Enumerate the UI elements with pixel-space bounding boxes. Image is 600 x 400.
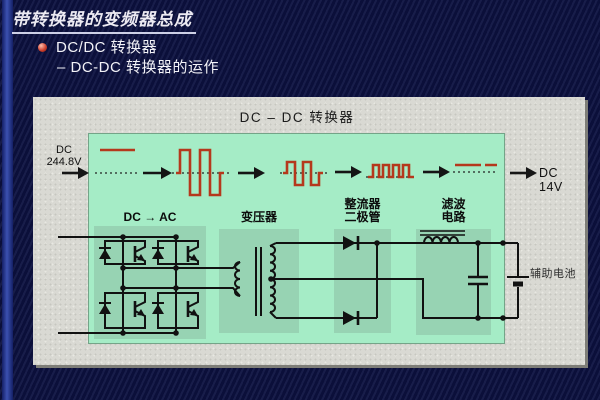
waveform-traces [100,148,497,197]
dc-input-label-line1: DC [56,144,72,156]
igbt-hbridge [99,240,199,329]
filter-block-label: 滤波 电路 [441,197,466,224]
junction-dots [120,234,506,336]
inverter-block [94,226,206,339]
transformer-symbol [225,242,277,319]
left-accent-band [2,0,13,400]
diagram-title: DC – DC 转换器 [239,110,355,125]
stepped-square-wave [283,160,323,187]
converter-panel: DC → AC 变压器 整流器 二极管 滤波 电路 [88,133,505,344]
sub-bullet-item: – DC-DC 转换器的运作 [57,59,220,76]
battery-symbol [507,243,529,318]
rectifier-diodes [343,236,360,325]
circuit-wires [58,236,518,334]
flow-arrows [62,166,537,179]
inverter-block-label: DC → AC [123,210,177,224]
transformer-block [219,229,299,333]
circuit-diagram [58,148,537,336]
rectifier-block-label: 整流器 二极管 [344,197,381,224]
transformer-block-label: 变压器 [240,210,277,224]
filter-circuit [420,230,488,318]
diagram-canvas: DC – DC 转换器 DC 244.8V DC 14V 辅助电池 DC → A… [33,97,585,365]
dc-output-label: DC 14V [539,166,563,194]
bullet-item: DC/DC 转换器 [56,39,158,56]
battery-label: 辅助电池 [530,268,576,280]
rectified-pulses [368,163,414,179]
dc-input-label-line2: 244.8V [46,156,82,168]
dc-input-label: DC 244.8V [37,144,91,168]
large-square-wave [176,148,224,197]
bullet-icon [38,43,47,52]
slide-title: 带转换器的变频器总成 [12,5,196,34]
